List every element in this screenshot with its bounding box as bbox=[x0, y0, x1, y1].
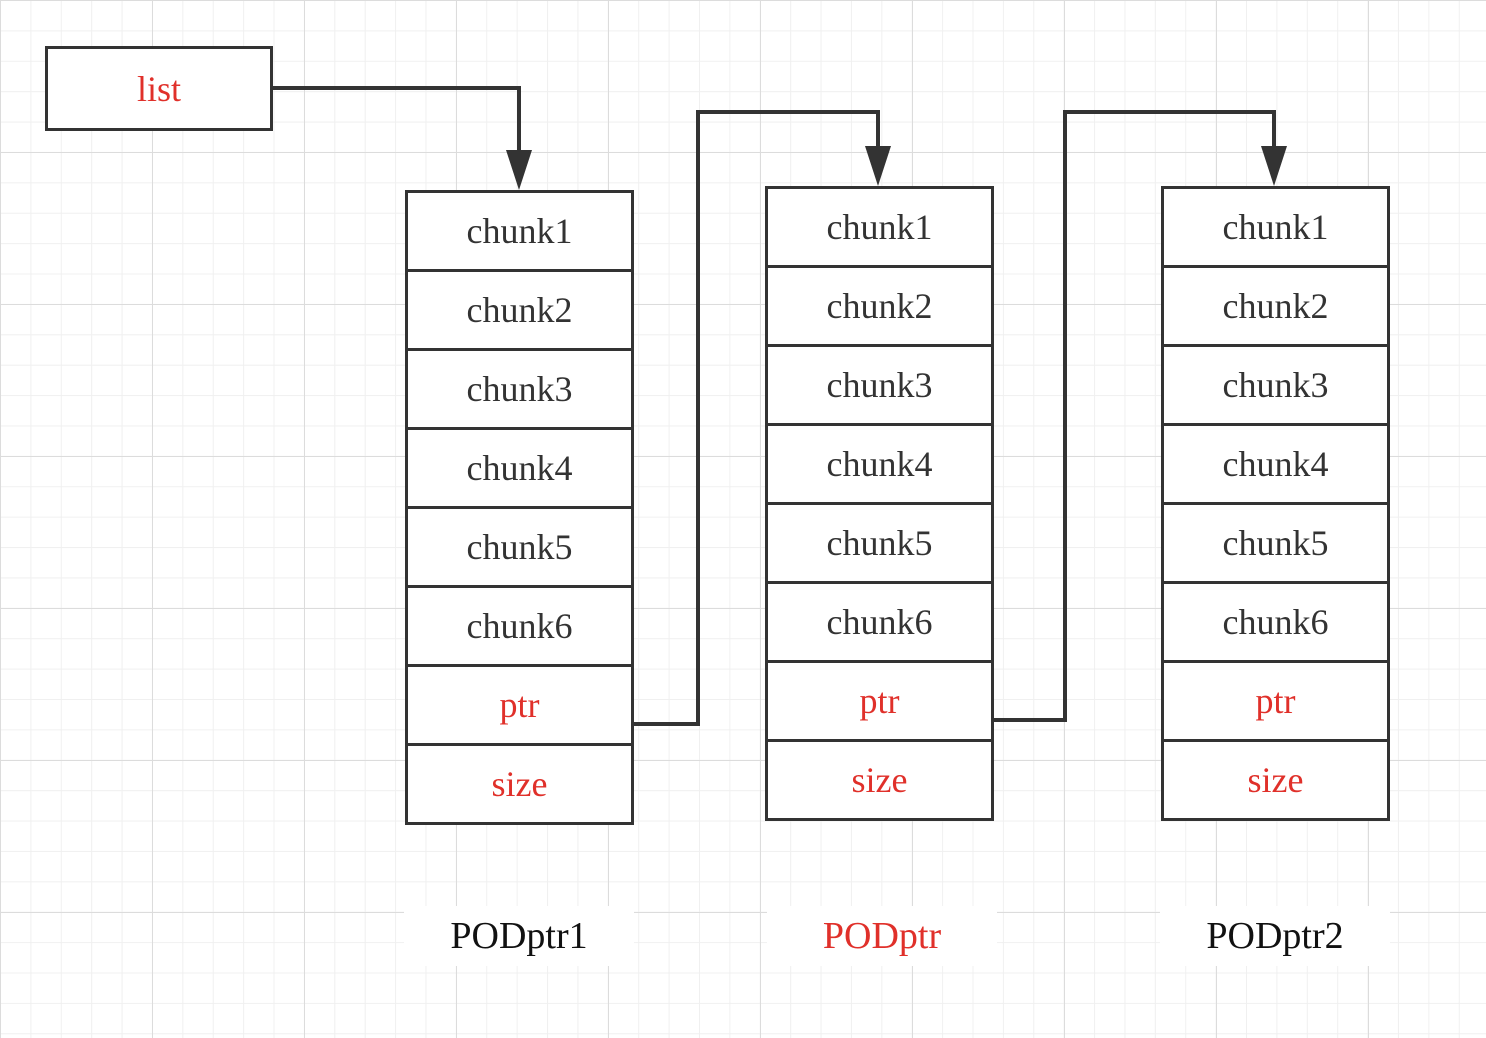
caption-label: PODptr bbox=[822, 915, 942, 957]
cell-label: chunk4 bbox=[466, 448, 573, 488]
size-cell: size bbox=[405, 743, 634, 825]
chunk-cell: chunk2 bbox=[405, 269, 634, 351]
chunk-cell: chunk1 bbox=[1161, 186, 1390, 268]
arrowhead-icon bbox=[506, 150, 532, 190]
caption-label: PODptr2 bbox=[1206, 915, 1344, 957]
cell-label: chunk6 bbox=[466, 606, 573, 646]
ptr-cell: ptr bbox=[1161, 660, 1390, 742]
chunk-cell: chunk5 bbox=[1161, 502, 1390, 584]
cell-label: chunk2 bbox=[1222, 286, 1329, 326]
chunk-cell: chunk6 bbox=[1161, 581, 1390, 663]
chunk-cell: chunk5 bbox=[765, 502, 994, 584]
chunk-cell: chunk4 bbox=[765, 423, 994, 505]
cell-label: chunk1 bbox=[466, 211, 573, 251]
arrowhead-icon bbox=[1261, 146, 1287, 186]
cell-label: chunk1 bbox=[1222, 207, 1329, 247]
list-box: list bbox=[45, 46, 273, 131]
caption-label: PODptr1 bbox=[450, 915, 588, 957]
chunk-cell: chunk3 bbox=[1161, 344, 1390, 426]
cell-label: chunk6 bbox=[1222, 602, 1329, 642]
chunk-cell: chunk5 bbox=[405, 506, 634, 588]
cell-label: chunk2 bbox=[466, 290, 573, 330]
chunk-cell: chunk4 bbox=[1161, 423, 1390, 505]
podptr1-block: chunk1 chunk2 chunk3 chunk4 chunk5 chunk… bbox=[405, 190, 634, 825]
chunk-cell: chunk1 bbox=[405, 190, 634, 272]
cell-label: chunk1 bbox=[826, 207, 933, 247]
cell-label: ptr bbox=[1255, 681, 1296, 721]
cell-label: ptr bbox=[859, 681, 900, 721]
chunk-cell: chunk2 bbox=[765, 265, 994, 347]
cell-label: chunk3 bbox=[466, 369, 573, 409]
podptr2-caption: PODptr2 bbox=[1160, 906, 1390, 966]
cell-label: size bbox=[851, 760, 908, 800]
cell-label: ptr bbox=[499, 685, 540, 725]
cell-label: chunk5 bbox=[1222, 523, 1329, 563]
chunk-cell: chunk4 bbox=[405, 427, 634, 509]
cell-label: chunk3 bbox=[1222, 365, 1329, 405]
cell-label: chunk4 bbox=[1222, 444, 1329, 484]
chunk-cell: chunk6 bbox=[405, 585, 634, 667]
cell-label: size bbox=[1247, 760, 1304, 800]
cell-label: chunk5 bbox=[826, 523, 933, 563]
ptr-cell: ptr bbox=[765, 660, 994, 742]
size-cell: size bbox=[1161, 739, 1390, 821]
ptr-cell: ptr bbox=[405, 664, 634, 746]
chunk-cell: chunk6 bbox=[765, 581, 994, 663]
list-label: list bbox=[136, 68, 181, 109]
chunk-cell: chunk3 bbox=[765, 344, 994, 426]
podptr-caption: PODptr bbox=[767, 906, 997, 966]
chunk-cell: chunk2 bbox=[1161, 265, 1390, 347]
cell-label: chunk2 bbox=[826, 286, 933, 326]
podptr-block: chunk1 chunk2 chunk3 chunk4 chunk5 chunk… bbox=[765, 186, 994, 821]
cell-label: chunk5 bbox=[466, 527, 573, 567]
size-cell: size bbox=[765, 739, 994, 821]
list-to-podptr1-arrow bbox=[273, 86, 521, 150]
cell-label: chunk3 bbox=[826, 365, 933, 405]
chunk-cell: chunk1 bbox=[765, 186, 994, 268]
chunk-cell: chunk3 bbox=[405, 348, 634, 430]
podptr2-block: chunk1 chunk2 chunk3 chunk4 chunk5 chunk… bbox=[1161, 186, 1390, 821]
cell-label: chunk6 bbox=[826, 602, 933, 642]
cell-label: size bbox=[491, 764, 548, 804]
podptr1-caption: PODptr1 bbox=[404, 906, 634, 966]
cell-label: chunk4 bbox=[826, 444, 933, 484]
arrowhead-icon bbox=[865, 146, 891, 186]
